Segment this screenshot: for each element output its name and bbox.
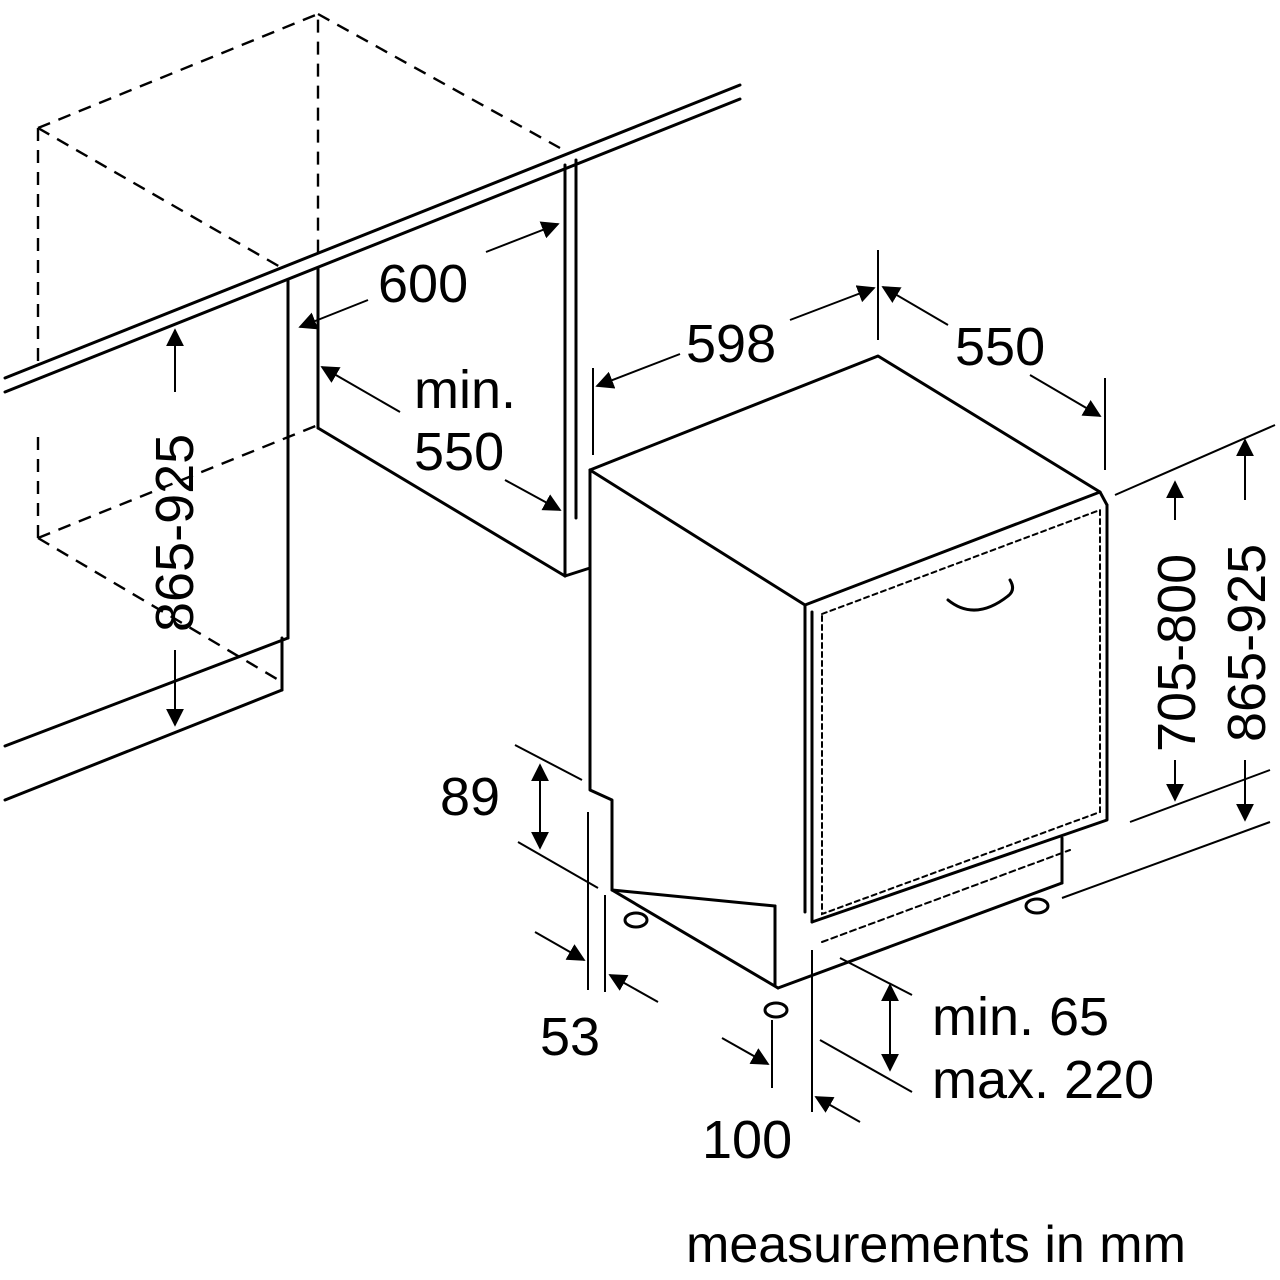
dim-niche-width bbox=[298, 221, 560, 330]
dim-plinth-recess bbox=[534, 812, 659, 1003]
label-total-height: 865-925 bbox=[1217, 544, 1277, 742]
label-cabinet-height: 865-925 bbox=[145, 434, 205, 632]
label-door-height: 705-800 bbox=[1147, 554, 1207, 752]
label-appliance-depth: 550 bbox=[955, 317, 1045, 377]
label-niche-depth-value: 550 bbox=[414, 422, 504, 482]
dim-plinth-height bbox=[514, 744, 599, 889]
niche-walls bbox=[3, 158, 592, 802]
dishwasher-door bbox=[803, 503, 1109, 924]
dim-niche-depth bbox=[320, 366, 562, 511]
plinth bbox=[623, 836, 1071, 1019]
cabinet-wireframe bbox=[36, 12, 561, 684]
label-niche-width: 600 bbox=[378, 254, 468, 314]
foot-right bbox=[1024, 897, 1050, 915]
dim-plinth-depth bbox=[721, 950, 861, 1123]
units-caption: measurements in mm bbox=[686, 1216, 1186, 1274]
label-plinth-depth: 100 bbox=[702, 1110, 792, 1170]
label-plinth-height: 89 bbox=[440, 767, 500, 827]
label-plinth-min: min. 65 bbox=[932, 987, 1109, 1047]
foot-front bbox=[763, 1001, 789, 1019]
dim-plinth-range bbox=[819, 957, 913, 1093]
door-handle bbox=[946, 578, 1015, 612]
dishwasher-body bbox=[588, 354, 1109, 990]
label-niche-depth-min: min. bbox=[414, 360, 516, 420]
label-plinth-recess: 53 bbox=[540, 1007, 600, 1067]
dim-appliance-depth bbox=[881, 286, 1106, 470]
label-plinth-max: max. 220 bbox=[932, 1050, 1154, 1110]
dim-right-heights bbox=[1061, 424, 1276, 899]
foot-left bbox=[623, 911, 649, 929]
worktop bbox=[3, 83, 742, 394]
dim-appliance-width bbox=[592, 250, 879, 455]
label-appliance-width: 598 bbox=[686, 314, 776, 374]
